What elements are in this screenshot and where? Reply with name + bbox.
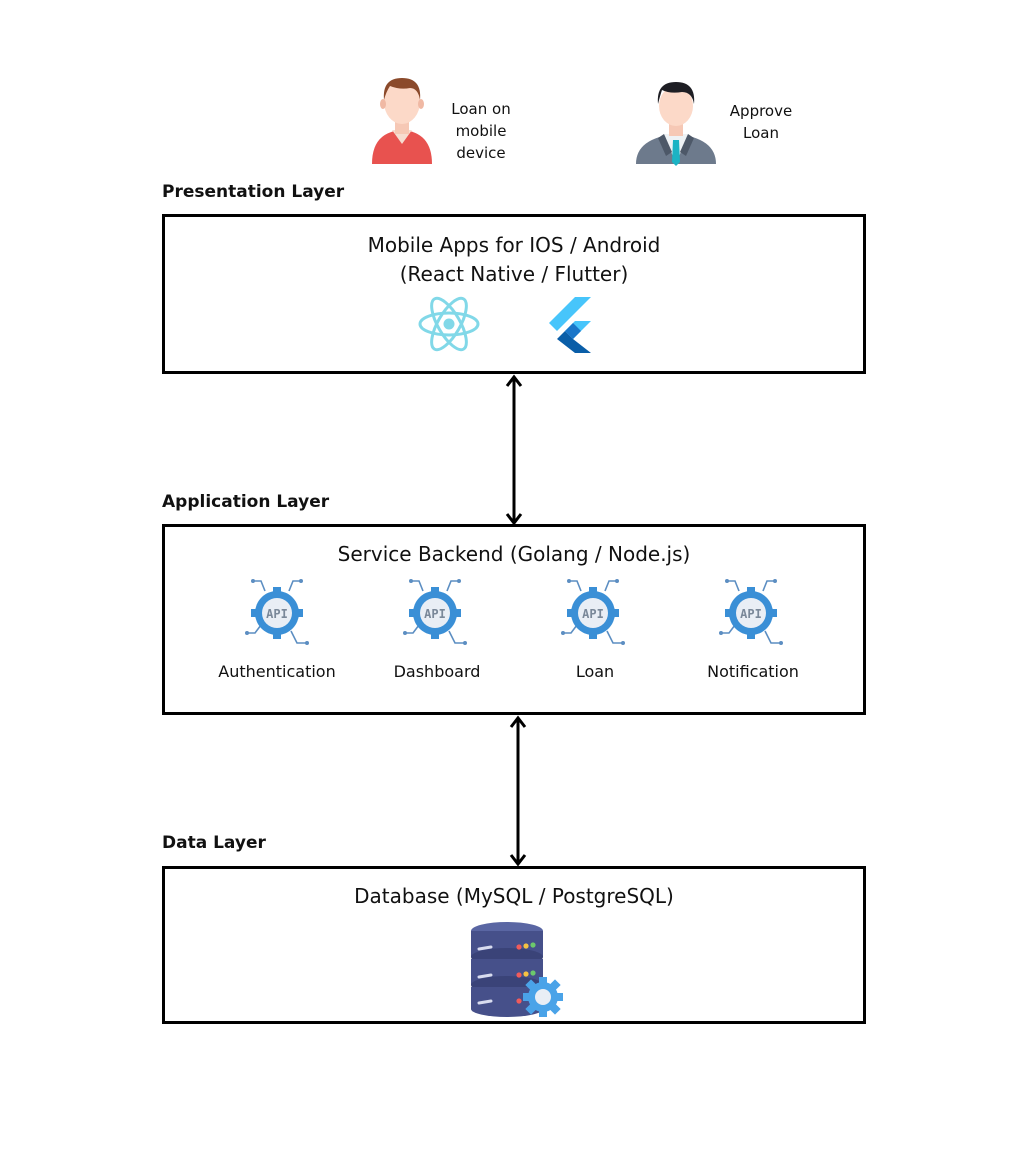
service-label-loan: Loan (575, 662, 615, 681)
connector-application-data (509, 715, 527, 867)
admin-icon (636, 82, 716, 166)
service-label-dashboard: Dashboard (393, 662, 481, 681)
customer-label: Loan on mobile device (451, 100, 511, 162)
application-layer-title: Application Layer (162, 492, 330, 512)
react-icon (417, 295, 481, 353)
customer-actor (370, 74, 434, 166)
data-box-title: Database (MySQL / PostgreSQL) (354, 884, 674, 908)
presentation-box-title: Mobile Apps for IOS / Android (React Nat… (367, 233, 661, 286)
presentation-layer-box: Mobile Apps for IOS / Android (React Nat… (162, 214, 866, 374)
api-icon-notification: API (717, 577, 785, 647)
api-icon-dashboard: API (401, 577, 469, 647)
application-box-title: Service Backend (Golang / Node.js) (337, 542, 691, 566)
svg-text:API: API (424, 607, 446, 621)
customer-icon (372, 78, 432, 164)
admin-label: Approve Loan (729, 102, 793, 142)
service-label-notification: Notification (707, 662, 799, 681)
presentation-layer-title: Presentation Layer (162, 182, 345, 202)
api-icon-authentication: API (243, 577, 311, 647)
data-layer-box: Database (MySQL / PostgreSQL) (162, 866, 866, 1024)
api-icon-loan: API (559, 577, 627, 647)
admin-actor (636, 80, 716, 166)
connector-presentation-application (505, 374, 523, 526)
database-gear-icon (467, 921, 567, 1017)
service-label-authentication: Authentication (218, 662, 336, 681)
svg-text:API: API (266, 607, 288, 621)
flutter-icon (547, 295, 595, 353)
data-layer-title: Data Layer (162, 833, 266, 853)
svg-text:API: API (740, 607, 762, 621)
application-layer-box: Service Backend (Golang / Node.js) API A… (162, 524, 866, 715)
svg-text:API: API (582, 607, 604, 621)
